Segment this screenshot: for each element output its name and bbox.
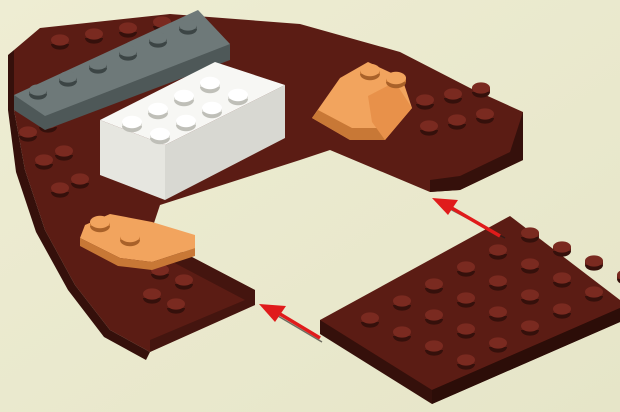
stud bbox=[386, 72, 406, 88]
stud bbox=[119, 45, 137, 60]
stud bbox=[444, 88, 462, 103]
stud bbox=[202, 102, 222, 118]
stud bbox=[148, 103, 168, 119]
stud bbox=[489, 244, 507, 259]
stud bbox=[71, 173, 89, 188]
stud bbox=[90, 216, 110, 232]
stud bbox=[119, 22, 137, 37]
stud bbox=[448, 114, 466, 129]
stud bbox=[51, 182, 69, 197]
stud bbox=[29, 84, 47, 99]
stud bbox=[489, 275, 507, 290]
stud bbox=[425, 278, 443, 293]
stud bbox=[457, 261, 475, 276]
stud bbox=[200, 77, 220, 93]
stud bbox=[393, 326, 411, 341]
stud bbox=[393, 295, 411, 310]
stud bbox=[150, 128, 170, 144]
stud bbox=[425, 340, 443, 355]
stud bbox=[176, 115, 196, 131]
stud bbox=[457, 292, 475, 307]
stud bbox=[149, 32, 167, 47]
stud bbox=[122, 116, 142, 132]
stud bbox=[472, 82, 490, 97]
stud bbox=[85, 28, 103, 43]
stud bbox=[476, 108, 494, 123]
stud bbox=[59, 71, 77, 86]
stud bbox=[35, 154, 53, 169]
stud bbox=[174, 90, 194, 106]
stud bbox=[55, 145, 73, 160]
stud bbox=[521, 289, 539, 304]
stud bbox=[489, 337, 507, 352]
stud bbox=[120, 230, 140, 246]
stud bbox=[416, 94, 434, 109]
stud bbox=[585, 255, 603, 270]
stud bbox=[19, 126, 37, 141]
stud bbox=[228, 89, 248, 105]
stud bbox=[521, 258, 539, 273]
stud bbox=[521, 320, 539, 335]
stud bbox=[457, 354, 475, 369]
stud bbox=[457, 323, 475, 338]
stud bbox=[521, 227, 539, 242]
stud bbox=[167, 298, 185, 313]
stud bbox=[420, 120, 438, 135]
stud bbox=[175, 274, 193, 289]
stud bbox=[553, 272, 571, 287]
stud bbox=[360, 64, 380, 80]
stud bbox=[51, 34, 69, 49]
stud bbox=[361, 312, 379, 327]
stud bbox=[425, 309, 443, 324]
stud bbox=[585, 286, 603, 301]
stud bbox=[143, 288, 161, 303]
stud bbox=[489, 306, 507, 321]
stud bbox=[553, 303, 571, 318]
stud bbox=[553, 241, 571, 256]
stud bbox=[179, 19, 197, 34]
stud bbox=[89, 58, 107, 73]
